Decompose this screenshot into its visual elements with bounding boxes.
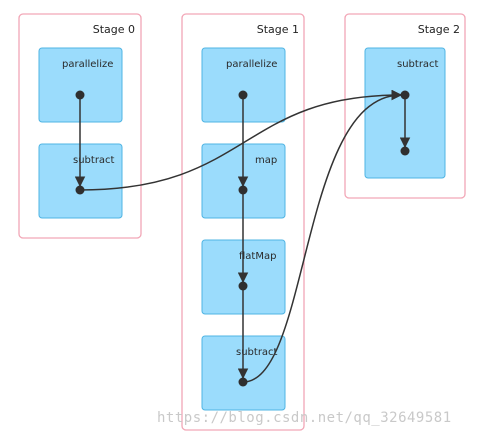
stage-1-title: Stage 1 [257,23,299,36]
node-s1-flatmap [238,281,248,291]
op-label: parallelize [226,59,277,70]
op-label: flatMap [239,251,276,262]
op-label: subtract [73,155,115,166]
node-s0-subtract [75,185,85,195]
nodes [75,90,410,387]
edge-s1-subtract-to-s2-subtract [242,89,403,383]
op-label: subtract [397,59,439,70]
node-s1-map [238,185,248,195]
edges [74,89,411,383]
edge-s0-subtract-to-s2-subtract [79,89,403,191]
node-s1-parallelize [238,90,248,100]
op-label: parallelize [62,59,113,70]
node-s0-parallelize [75,90,85,100]
stage-0-title: Stage 0 [93,23,135,36]
op-label: subtract [236,347,278,358]
node-s2-subtract-out [400,146,410,156]
watermark-text: https://blog.csdn.net/qq_32649581 [157,410,452,426]
op-label: map [255,155,277,166]
stage-2-title: Stage 2 [418,23,460,36]
node-s1-subtract [238,377,248,387]
node-s2-subtract-in [400,90,410,100]
op-stage-0-parallelize: parallelize [38,47,123,123]
